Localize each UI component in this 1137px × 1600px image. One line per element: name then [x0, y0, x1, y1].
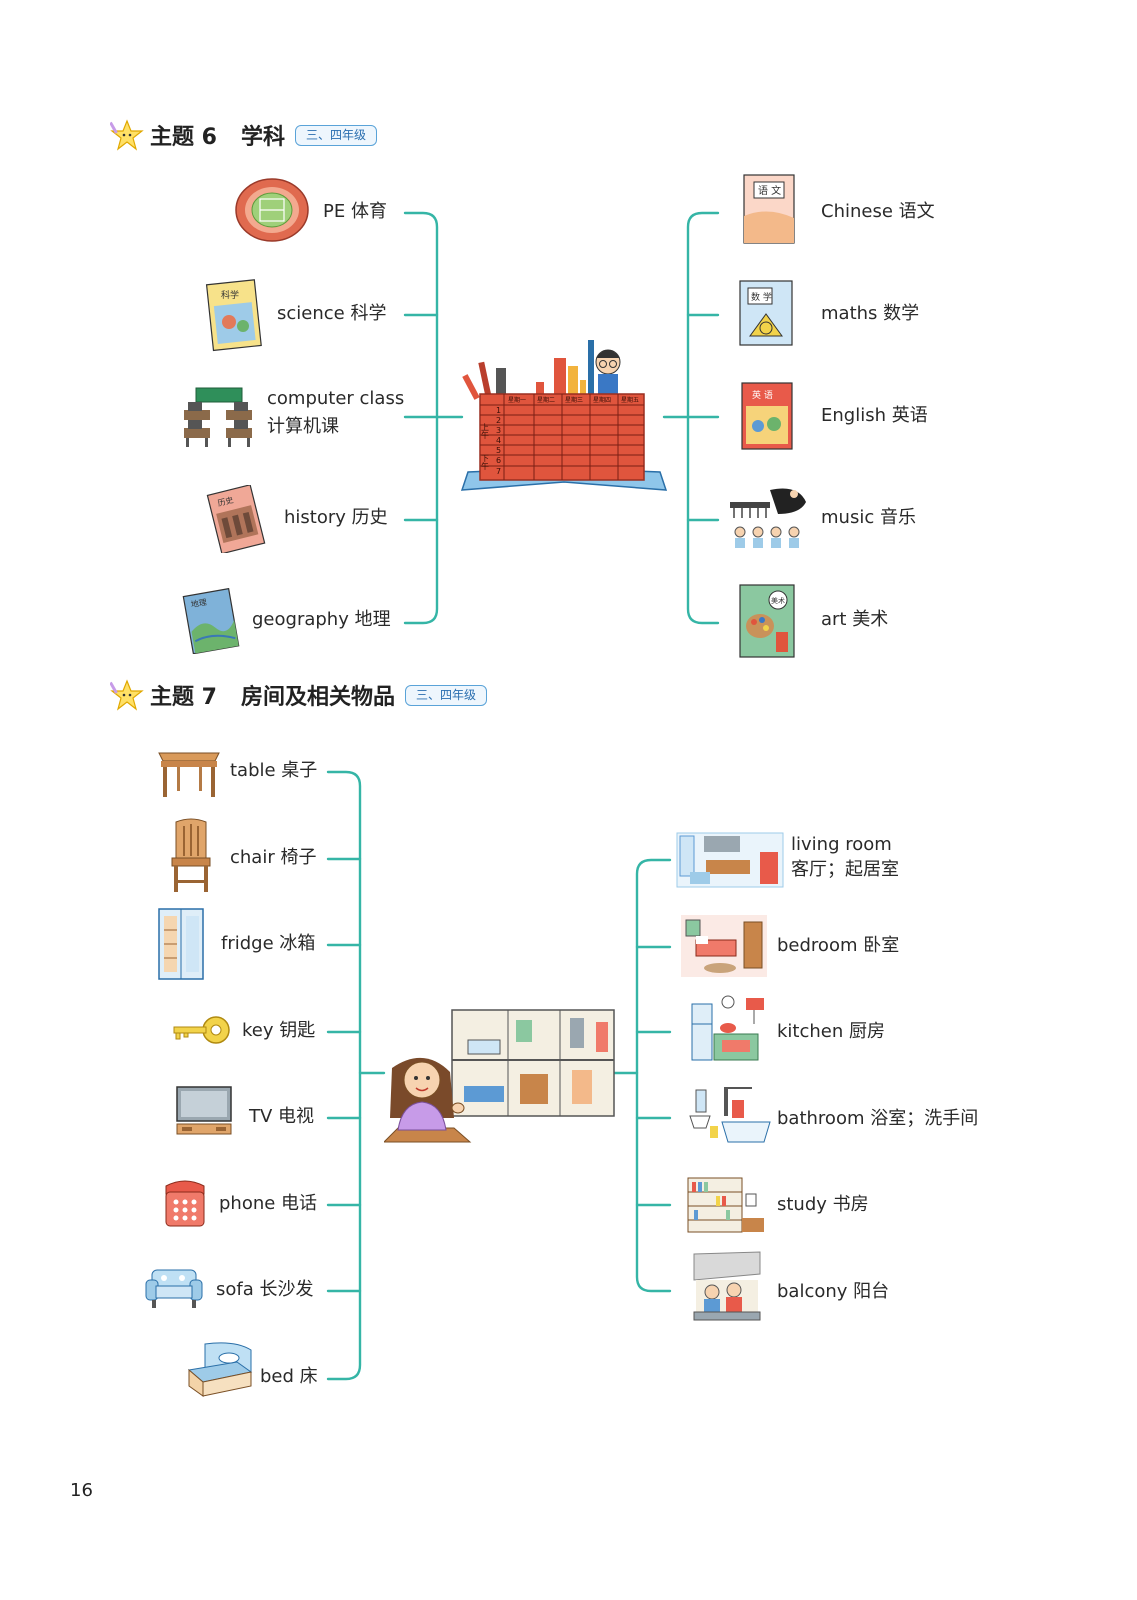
timetable-day: 星期五	[621, 396, 639, 404]
study-icon	[687, 1177, 764, 1233]
balcony-icon	[693, 1251, 761, 1321]
timetable-period: 6	[496, 456, 501, 465]
fridge-icon	[158, 908, 204, 980]
star-pencil-icon	[110, 679, 144, 711]
kitchen-icon	[691, 995, 764, 1061]
table-icon	[158, 752, 220, 797]
room-kitchen-label: kitchen 厨房	[777, 1021, 885, 1042]
svg-text:语 文: 语 文	[758, 184, 781, 197]
item-key-label: key 钥匙	[242, 1020, 316, 1041]
item-table-label: table 桌子	[230, 760, 318, 781]
room-living-label-en: living room	[791, 834, 892, 855]
item-sofa-label: sofa 长沙发	[216, 1279, 314, 1300]
timetable-period: 3	[496, 426, 501, 435]
item-chair-label: chair 椅子	[230, 847, 317, 868]
bathroom-icon	[689, 1087, 771, 1143]
room-study-label: study 书房	[777, 1194, 869, 1215]
star-pencil-icon	[110, 119, 144, 151]
subject-english-label: English 英语	[821, 405, 928, 426]
timetable-period: 2	[496, 416, 501, 425]
timetable-day: 星期二	[537, 396, 555, 404]
sofa-icon	[145, 1269, 203, 1308]
computer-class-icon	[184, 387, 252, 447]
subject-art-label: art 美术	[821, 609, 889, 630]
chair-icon	[171, 818, 211, 892]
bedroom-icon	[681, 915, 767, 977]
subject-maths-label: maths 数学	[821, 303, 920, 324]
tv-icon	[176, 1086, 232, 1135]
subject-music-label: music 音乐	[821, 507, 916, 528]
svg-text:地理: 地理	[190, 597, 207, 610]
svg-text:历史: 历史	[216, 495, 234, 509]
english-book-icon: 英 语	[741, 382, 793, 450]
room-bathroom-label: bathroom 浴室；洗手间	[777, 1108, 979, 1129]
geography-book-icon: 地理	[182, 588, 240, 654]
key-icon	[173, 1016, 230, 1044]
history-book-icon: 历史	[206, 485, 266, 553]
topic6-grade-badge: 三、四年级	[294, 124, 377, 146]
phone-icon	[165, 1180, 205, 1227]
bed-icon	[187, 1342, 253, 1397]
timetable-period: 7	[496, 467, 501, 476]
timetable-day: 星期四	[593, 396, 611, 404]
svg-text:科学: 科学	[221, 289, 239, 301]
subject-geography-label: geography 地理	[252, 609, 391, 630]
subject-computer-label-en: computer class	[267, 388, 405, 409]
topic6-heading: 主题 6 学科 三、四年级	[110, 115, 377, 155]
page-number: 16	[70, 1480, 93, 1501]
item-phone-label: phone 电话	[219, 1193, 318, 1214]
topic6-number: 主题 6	[150, 125, 217, 150]
svg-text:英 语: 英 语	[752, 389, 773, 401]
item-bed-label: bed 床	[260, 1366, 318, 1387]
subject-computer-label-zh: 计算机课	[267, 416, 339, 437]
timetable-illustration: 星期一 星期二 星期三 星期四 星期五 上午 下午 1 2 3 4 5 6 7	[460, 340, 668, 491]
subject-pe-label: PE 体育	[323, 201, 387, 222]
item-tv-label: TV 电视	[249, 1106, 315, 1127]
topic7-number: 主题 7	[150, 685, 217, 710]
topic7-grade-badge: 三、四年级	[404, 684, 487, 706]
running-track-icon	[235, 178, 309, 242]
room-balcony-label: balcony 阳台	[777, 1281, 890, 1302]
timetable-period: 4	[496, 436, 501, 445]
topic6-title: 学科	[240, 125, 285, 150]
chinese-book-icon: 语 文	[743, 174, 795, 244]
timetable-period: 5	[496, 446, 501, 455]
svg-text:美术: 美术	[771, 596, 785, 605]
topic7-title: 房间及相关物品	[240, 685, 395, 710]
maths-book-icon: 数 学	[739, 280, 793, 346]
subject-history-label: history 历史	[284, 507, 388, 528]
timetable-day: 星期三	[565, 396, 583, 404]
living-room-icon	[676, 832, 784, 888]
room-living-label-zh: 客厅；起居室	[791, 859, 899, 880]
room-bedroom-label: bedroom 卧室	[777, 935, 900, 956]
subject-chinese-label: Chinese 语文	[821, 201, 935, 222]
timetable-day: 星期一	[508, 396, 526, 404]
subject-science-label: science 科学	[277, 303, 387, 324]
art-book-icon: 美术	[739, 584, 795, 658]
item-fridge-label: fridge 冰箱	[221, 933, 316, 954]
house-and-woman-illustration	[384, 1009, 615, 1143]
timetable-morning: 上午	[481, 423, 490, 440]
svg-text:数 学: 数 学	[751, 291, 772, 303]
timetable-afternoon: 下午	[481, 454, 490, 471]
science-book-icon: 科学	[205, 279, 262, 352]
timetable-period: 1	[496, 406, 501, 415]
topic7-heading: 主题 7 房间及相关物品 三、四年级	[110, 675, 487, 715]
music-class-icon	[730, 488, 806, 548]
